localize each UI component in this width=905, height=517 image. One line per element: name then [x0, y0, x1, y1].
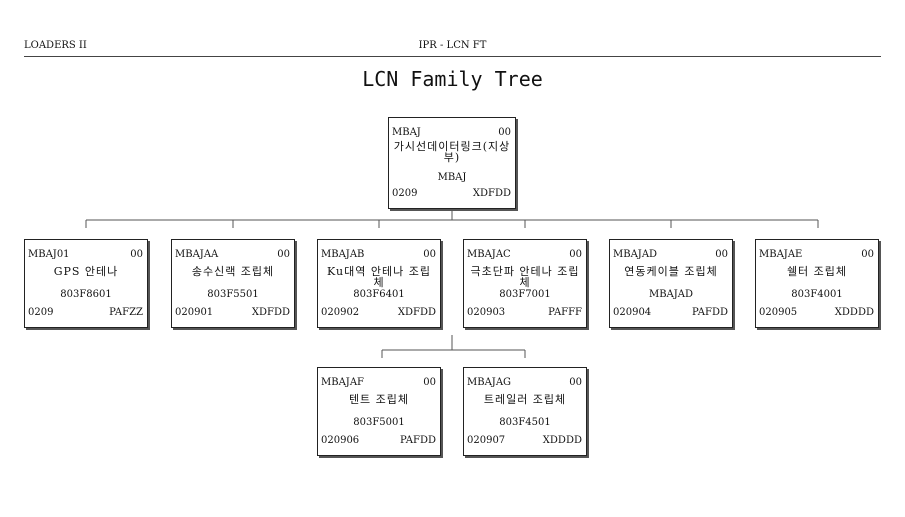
- node-name: 송수신랙 조립체: [191, 265, 275, 278]
- node-name: 극초단파 안테나 조립체: [470, 265, 580, 289]
- node-code: MBAJAA: [175, 249, 219, 260]
- node-code: MBAJAE: [759, 249, 803, 260]
- node-part-number: MBAJ: [437, 172, 467, 183]
- node-code: MBAJ01: [28, 249, 70, 260]
- node-version: 00: [569, 377, 582, 388]
- node-smr: 020907: [467, 435, 506, 446]
- node-source-code: XDFDD: [397, 307, 436, 318]
- node-part-number: MBAJAD: [648, 289, 694, 300]
- node-smr: 020905: [759, 307, 798, 318]
- tree-node-mbajab[interactable]: MBAJAB 00 Ku대역 안테나 조립체 803F6401 020902 X…: [317, 239, 441, 328]
- header-left-label: LOADERS II: [24, 40, 87, 51]
- tree-node-mbajaf[interactable]: MBAJAF 00 텐트 조립체 803F5001 020906 PAFDD: [317, 367, 441, 456]
- node-version: 00: [423, 249, 436, 260]
- node-version: 00: [423, 377, 436, 388]
- node-code: MBAJAF: [321, 377, 364, 388]
- header-center-label: IPR - LCN FT: [418, 40, 487, 51]
- node-source-code: PAFFF: [548, 307, 582, 318]
- tree-node-mbajae[interactable]: MBAJAE 00 쉘터 조립체 803F4001 020905 XDDDD: [755, 239, 879, 328]
- node-code: MBAJ: [392, 127, 421, 138]
- node-version: 00: [861, 249, 874, 260]
- node-name: GPS 안테나: [53, 265, 119, 278]
- node-part-number: 803F6401: [353, 289, 405, 300]
- node-source-code: XDDDD: [542, 435, 582, 446]
- node-smr: 020906: [321, 435, 360, 446]
- node-name: 가시선데이터링크(지상부): [393, 140, 511, 164]
- node-smr: 0209: [392, 188, 418, 199]
- tree-node-mbajad[interactable]: MBAJAD 00 연동케이블 조립체 MBAJAD 020904 PAFDD: [609, 239, 733, 328]
- node-smr: 020904: [613, 307, 652, 318]
- node-part-number: 803F5001: [353, 417, 405, 428]
- node-version: 00: [715, 249, 728, 260]
- node-smr: 0209: [28, 307, 54, 318]
- node-name: Ku대역 안테나 조립체: [327, 265, 431, 289]
- node-version: 00: [130, 249, 143, 260]
- node-smr: 020901: [175, 307, 214, 318]
- node-part-number: 803F4001: [791, 289, 843, 300]
- node-smr: 020903: [467, 307, 506, 318]
- node-smr: 020902: [321, 307, 360, 318]
- node-source-code: PAFZZ: [109, 307, 143, 318]
- node-version: 00: [498, 127, 511, 138]
- tree-node-mbajaa[interactable]: MBAJAA 00 송수신랙 조립체 803F5501 020901 XDFDD: [171, 239, 295, 328]
- tree-node-mbajac[interactable]: MBAJAC 00 극초단파 안테나 조립체 803F7001 020903 P…: [463, 239, 587, 328]
- header-rule: [24, 56, 881, 57]
- tree-node-mbaj01[interactable]: MBAJ01 00 GPS 안테나 803F8601 0209 PAFZZ: [24, 239, 148, 328]
- tree-node-mbajag[interactable]: MBAJAG 00 트레일러 조립체 803F4501 020907 XDDDD: [463, 367, 587, 456]
- node-source-code: PAFDD: [691, 307, 728, 318]
- node-name: 쉘터 조립체: [786, 265, 848, 278]
- node-code: MBAJAG: [467, 377, 512, 388]
- node-source-code: XDFDD: [251, 307, 290, 318]
- node-source-code: PAFDD: [399, 435, 436, 446]
- node-code: MBAJAB: [321, 249, 365, 260]
- node-part-number: 803F8601: [60, 289, 112, 300]
- node-code: MBAJAD: [613, 249, 658, 260]
- node-version: 00: [569, 249, 582, 260]
- node-part-number: 803F4501: [499, 417, 551, 428]
- node-code: MBAJAC: [467, 249, 511, 260]
- node-name: 트레일러 조립체: [483, 393, 567, 406]
- page-title: LCN Family Tree: [362, 67, 543, 91]
- node-name: 텐트 조립체: [348, 393, 410, 406]
- node-source-code: XDDDD: [834, 307, 874, 318]
- node-source-code: XDFDD: [472, 188, 511, 199]
- node-part-number: 803F7001: [499, 289, 551, 300]
- node-part-number: 803F5501: [207, 289, 259, 300]
- node-name: 연동케이블 조립체: [624, 265, 718, 278]
- node-version: 00: [277, 249, 290, 260]
- tree-node-root[interactable]: MBAJ 00 가시선데이터링크(지상부) MBAJ 0209 XDFDD: [388, 117, 516, 209]
